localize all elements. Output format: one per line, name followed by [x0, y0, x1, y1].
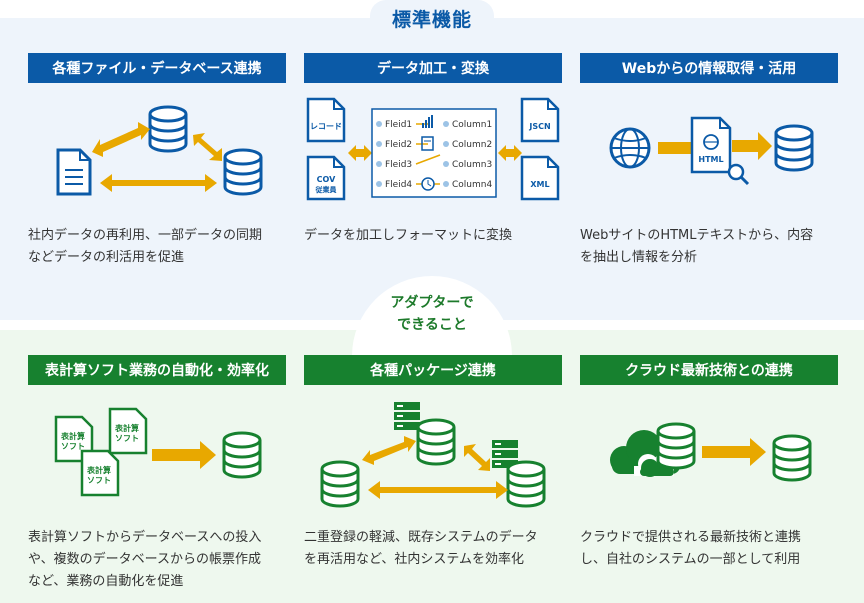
- card-header-cloud: クラウド最新技術との連携: [580, 355, 838, 385]
- middle-badge-text: アダプターで できること: [352, 292, 512, 336]
- desc-line: などデータの利活用を促進: [28, 250, 185, 265]
- desc-line: WebサイトのHTMLテキストから、内容: [580, 228, 814, 243]
- column-name: Column1: [452, 120, 492, 130]
- card-header-web: Webからの情報取得・活用: [580, 53, 838, 83]
- html-document-icon: HTML: [690, 116, 732, 174]
- desc-line: 社内データの再利用、一部データの同期: [28, 228, 263, 243]
- package-integration-illustration: [320, 402, 546, 508]
- html-label: HTML: [698, 155, 723, 164]
- spreadsheet-document-icon: 表計算 ソフト: [80, 449, 120, 497]
- doc-label: ソフト: [115, 434, 139, 443]
- doc-label-record: レコード: [310, 122, 342, 131]
- arrow-right-icon: [732, 132, 772, 160]
- database-icon: [320, 460, 360, 508]
- bar-chart-icon: [422, 115, 433, 128]
- arrow-right-icon: [702, 438, 766, 466]
- database-icon: [774, 124, 814, 172]
- server-icon: [492, 440, 518, 468]
- calculator-icon: [421, 136, 434, 151]
- database-icon: [222, 431, 262, 479]
- database-icon: [772, 434, 812, 482]
- column-name: Column3: [452, 160, 492, 170]
- clock-icon: [421, 177, 435, 191]
- middle-line-2: できること: [397, 317, 467, 333]
- doc-label: 表計算: [60, 431, 85, 441]
- desc-line: データを加工しフォーマットに変換: [304, 228, 513, 243]
- database-icon: [223, 148, 263, 196]
- field-mapping-rows: Fleid1 Column1 Fleid2 Column2 Fleid3 Col…: [376, 115, 492, 191]
- doc-label: 表計算: [114, 423, 139, 433]
- database-icon: [416, 418, 456, 466]
- database-icon: [506, 460, 546, 508]
- field-name: Fleid4: [385, 180, 412, 190]
- doc-label: ソフト: [87, 476, 111, 485]
- card-desc-data-transform: データを加工しフォーマットに変換: [304, 225, 512, 247]
- doc-label: 表計算: [86, 465, 111, 475]
- desc-line: や、複数のデータベースからの帳票作成: [28, 552, 261, 567]
- card-desc-cloud: クラウドで提供される最新技術と連携 し、自社のシステムの一部として利用: [580, 527, 801, 571]
- bidirectional-arrow-icon: [362, 436, 508, 499]
- document-icon: レコード: [306, 97, 346, 143]
- file-db-sync-illustration: [56, 105, 263, 196]
- section-title: 標準機能: [370, 0, 494, 36]
- doc-label-xml: XML: [530, 180, 549, 189]
- middle-line-1: アダプターで: [390, 295, 474, 311]
- field-name: Fleid1: [385, 120, 412, 130]
- desc-line: を抽出し情報を分析: [580, 250, 698, 265]
- spreadsheet-db-illustration: 表計算 ソフト 表計算 ソフト 表計算 ソフト: [54, 407, 262, 497]
- server-icon: [394, 402, 420, 430]
- globe-icon: [609, 127, 651, 169]
- desc-line: を再活用など、社内システムを効率化: [304, 552, 524, 567]
- cloud-integration-illustration: [610, 422, 812, 482]
- field-name: Fleid2: [385, 140, 412, 150]
- card-header-package: 各種パッケージ連携: [304, 355, 562, 385]
- card-header-file-db: 各種ファイル・データベース連携: [28, 53, 286, 83]
- web-extract-illustration: HTML: [609, 116, 814, 186]
- column-name: Column4: [452, 180, 492, 190]
- document-icon: COV 従業員: [306, 155, 346, 201]
- card-desc-spreadsheet: 表計算ソフトからデータベースへの投入 や、複数のデータベースからの帳票作成 など…: [28, 527, 261, 593]
- doc-label-json: JSCN: [528, 122, 550, 131]
- magnifier-icon: [727, 163, 750, 186]
- desc-line: し、自社のシステムの一部として利用: [580, 552, 801, 567]
- data-transform-illustration: レコード COV 従業員 Fleid1 Column1 Fleid2 Colum…: [306, 97, 560, 201]
- doc-label: ソフト: [61, 442, 85, 451]
- bidirectional-arrow-icon: [92, 122, 222, 192]
- desc-line: クラウドで提供される最新技術と連携: [580, 530, 802, 545]
- desc-line: 二重登録の軽減、既存システムのデータ: [304, 530, 538, 545]
- doc-label-employee: 従業員: [315, 185, 338, 194]
- card-header-spreadsheet: 表計算ソフト業務の自動化・効率化: [28, 355, 286, 385]
- card-desc-package: 二重登録の軽減、既存システムのデータ を再活用など、社内システムを効率化: [304, 527, 538, 571]
- field-name: Fleid3: [385, 160, 412, 170]
- bidirectional-arrow-icon: [348, 145, 522, 161]
- card-desc-file-db: 社内データの再利用、一部データの同期 などデータの利活用を促進: [28, 225, 262, 269]
- spreadsheet-document-icon: 表計算 ソフト: [108, 407, 148, 455]
- document-icon: XML: [520, 155, 560, 201]
- column-name: Column2: [452, 140, 492, 150]
- document-icon: JSCN: [520, 97, 560, 143]
- desc-line: 表計算ソフトからデータベースへの投入: [28, 530, 262, 545]
- database-icon: [148, 105, 188, 153]
- document-icon: [56, 148, 92, 196]
- desc-line: など、業務の自動化を促進: [28, 574, 184, 589]
- doc-label-cov: COV: [317, 175, 336, 184]
- card-header-data-transform: データ加工・変換: [304, 53, 562, 83]
- arrow-right-icon: [152, 441, 216, 469]
- card-desc-web: WebサイトのHTMLテキストから、内容 を抽出し情報を分析: [580, 225, 813, 269]
- database-icon: [656, 422, 696, 470]
